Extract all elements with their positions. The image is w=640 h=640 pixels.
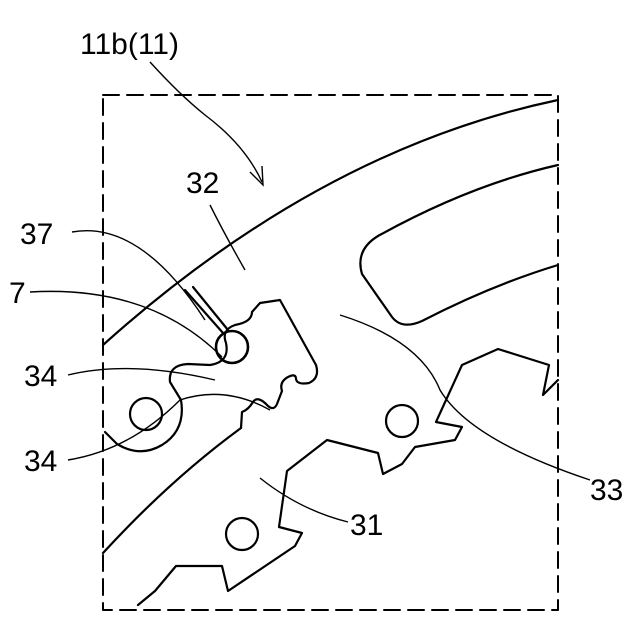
hole-middle: [386, 405, 418, 437]
slit-37-inner: [193, 287, 228, 330]
callout-31: 31: [350, 509, 383, 542]
leader-34b: [68, 394, 270, 460]
title-arrowhead: [250, 166, 263, 185]
callout-37: 37: [20, 218, 53, 251]
leader-37: [72, 231, 205, 320]
callout-34-upper: 34: [24, 360, 57, 393]
leader-31: [260, 478, 348, 522]
slit-37: [185, 290, 223, 333]
tab-outline-34: [105, 300, 317, 451]
hole-left: [130, 398, 162, 430]
callout-32: 32: [186, 167, 219, 200]
pin-7-circle: [216, 331, 248, 363]
leader-title: [150, 62, 262, 182]
leader-34a: [68, 369, 215, 380]
window-slot: [360, 165, 558, 325]
hole-lower: [226, 518, 258, 550]
outer-arc-edge: [103, 100, 558, 345]
callout-34-lower: 34: [24, 445, 57, 478]
figure-title-label: 11b(11): [80, 28, 179, 61]
callout-33: 33: [590, 474, 623, 507]
stepped-edge-31: [138, 349, 558, 605]
callout-7: 7: [9, 277, 26, 310]
